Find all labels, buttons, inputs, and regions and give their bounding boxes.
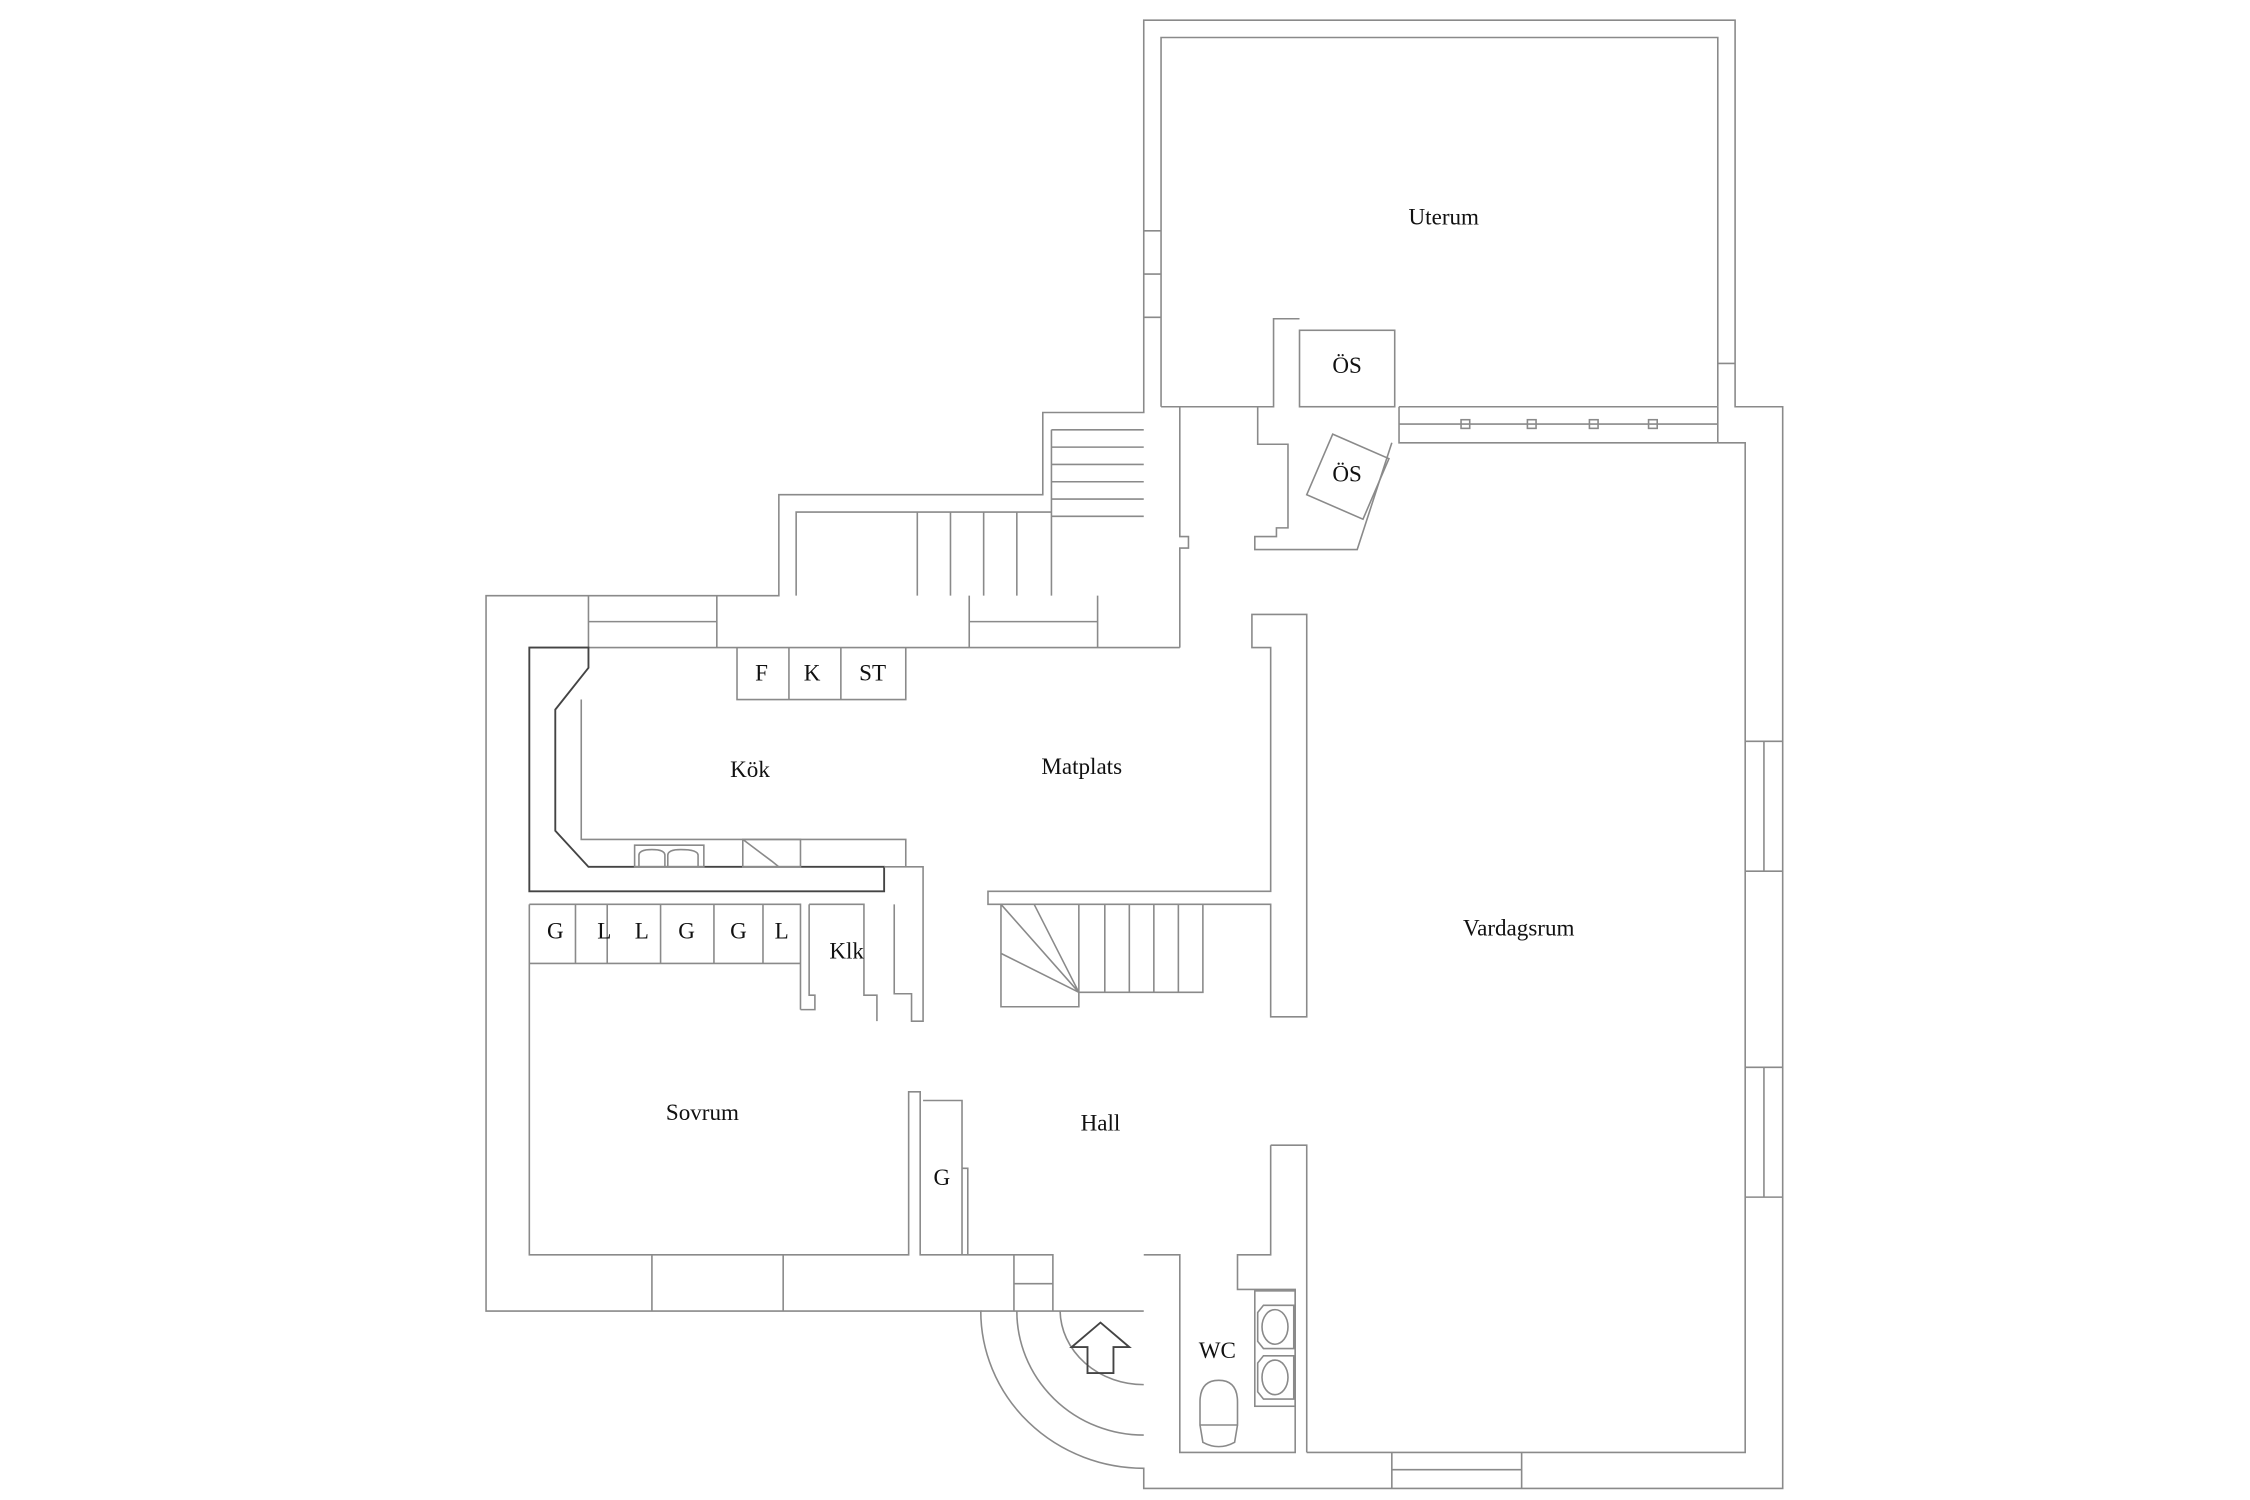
uterum-window <box>1398 406 1719 444</box>
closet-label: L <box>635 917 649 943</box>
room-label-dining: Matplats <box>1041 753 1122 779</box>
room-label-klk: Klk <box>829 938 864 964</box>
interior-stairs <box>1000 903 1204 1008</box>
passage-walls <box>1179 406 1746 1454</box>
living-windows <box>1391 740 1783 1489</box>
room-label-living: Vardagsrum <box>1463 915 1574 941</box>
room-label-uterum: Uterum <box>1409 204 1480 230</box>
kitchen-counter-inner <box>580 647 924 1022</box>
appliance-label-storage: ST <box>859 659 886 685</box>
closets <box>529 903 878 1022</box>
outdoor-stairs <box>795 429 1144 596</box>
room-label-os-top: ÖS <box>1332 352 1361 378</box>
closet-label-hall: G <box>933 1164 950 1190</box>
closet-label: L <box>775 917 789 943</box>
toilet-icon <box>1199 1379 1239 1448</box>
kitchen-top-wall <box>529 595 1180 649</box>
living-wall <box>987 613 1308 1454</box>
closet-label: G <box>547 917 564 943</box>
room-label-bedroom: Sovrum <box>666 1099 739 1125</box>
room-label-hall: Hall <box>1081 1109 1121 1135</box>
os-box-angled <box>1305 433 1390 521</box>
closet-label: G <box>730 917 747 943</box>
os-box-top <box>1298 329 1396 408</box>
window-markers <box>1460 418 1659 430</box>
appliance-label-fridge: F <box>755 659 768 685</box>
room-label-wc: WC <box>1199 1337 1236 1363</box>
entrance-steps <box>1016 1311 1144 1436</box>
outer-wall <box>485 19 1784 1490</box>
sink-icon <box>633 844 705 868</box>
closet-label: G <box>678 917 695 943</box>
uterum-inner-wall <box>1143 36 1736 408</box>
closet-label: L <box>597 917 611 943</box>
washbasins <box>1254 1290 1296 1408</box>
bedroom-walls <box>528 904 1144 1312</box>
appliance-label-freezer: K <box>804 659 821 685</box>
room-label-kitchen: Kök <box>730 756 770 782</box>
stove-icon <box>741 838 802 868</box>
kitchen-counter <box>528 646 886 893</box>
entrance-arrow-icon <box>1069 1321 1132 1375</box>
room-label-os-angled: ÖS <box>1332 460 1361 486</box>
